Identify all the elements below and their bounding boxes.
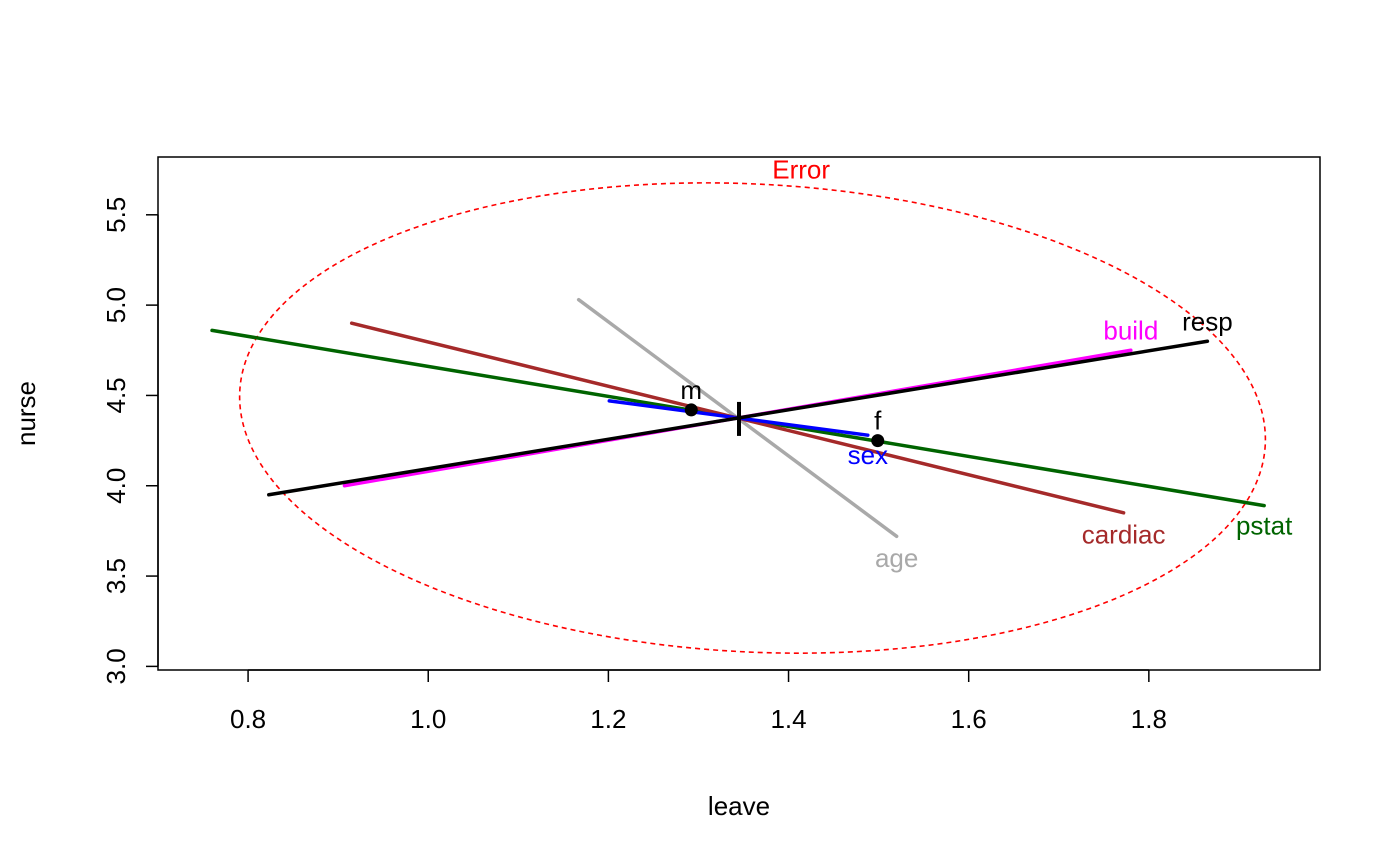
y-tick-label: 3.5 <box>101 558 131 594</box>
label-m: m <box>680 375 702 405</box>
x-tick-label: 0.8 <box>230 704 266 734</box>
x-axis-title: leave <box>708 791 770 821</box>
label-pstat: pstat <box>1236 510 1293 540</box>
x-tick-label: 1.8 <box>1131 704 1167 734</box>
mean-point-m <box>684 403 698 417</box>
y-tick-label: 4.0 <box>101 468 131 504</box>
label-Error: Error <box>772 155 830 185</box>
x-tick-label: 1.6 <box>951 704 987 734</box>
label-cardiac: cardiac <box>1082 520 1166 550</box>
mean-point-f <box>871 434 885 448</box>
label-resp: resp <box>1182 306 1233 336</box>
axes-layer: leave nurse 0.8 1.0 1.2 1.4 1.6 1.8 3.0 3.5 4.0 4… <box>11 156 1321 821</box>
x-tick-label: 1.0 <box>410 704 446 734</box>
label-age: age <box>875 543 918 573</box>
x-tick-label: 1.2 <box>590 704 626 734</box>
y-tick-label: 4.5 <box>101 377 131 413</box>
x-tick-label: 1.4 <box>770 704 806 734</box>
label-sex: sex <box>848 440 888 470</box>
label-build: build <box>1103 315 1158 345</box>
y-tick-label: 3.0 <box>101 648 131 684</box>
error-ellipse <box>238 182 1267 654</box>
label-f: f <box>874 406 882 436</box>
plot-layer: Error age pstat cardiac sex build resp m f <box>210 155 1293 654</box>
y-tick-label: 5.5 <box>101 197 131 233</box>
y-axis-title: nurse <box>11 381 41 446</box>
y-tick-label: 5.0 <box>101 287 131 323</box>
